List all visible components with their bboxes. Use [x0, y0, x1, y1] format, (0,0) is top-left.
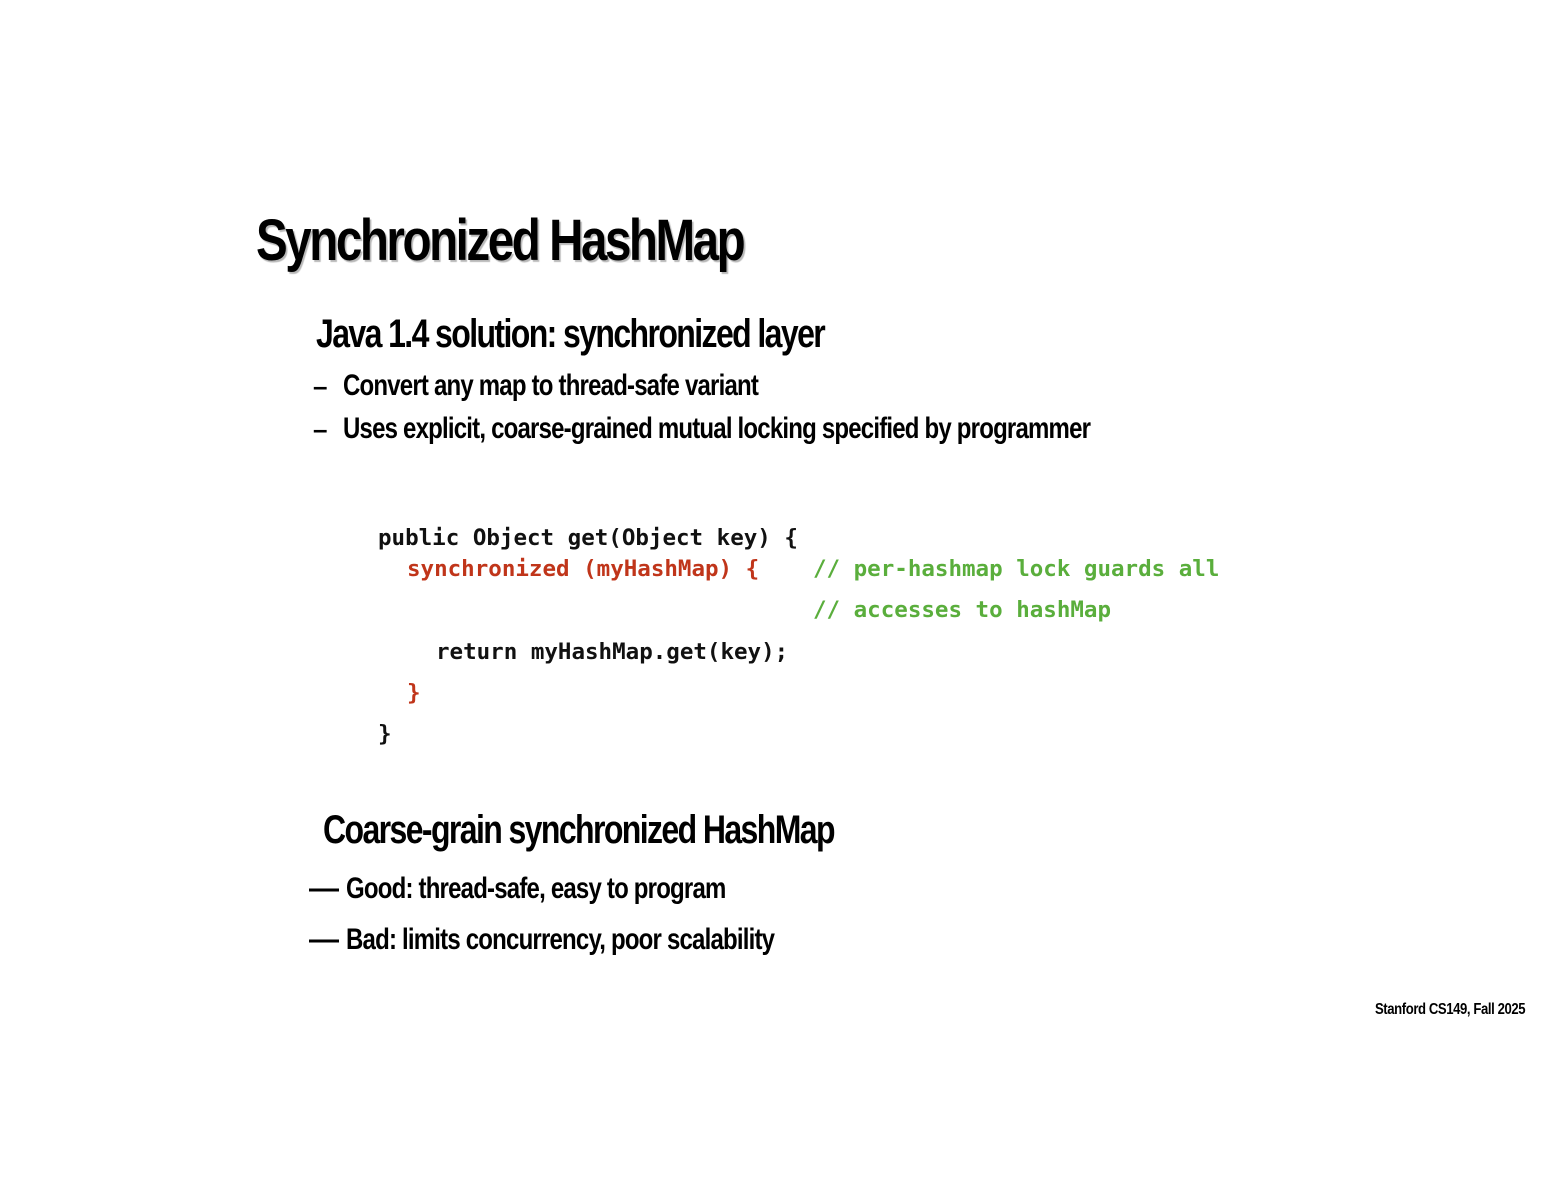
- code-line-sync-close: }: [407, 680, 421, 706]
- code-line-synchronized: synchronized (myHashMap) {: [407, 556, 760, 582]
- dash-marker: —: [309, 872, 339, 905]
- slide-title: Synchronized HashMap: [256, 208, 746, 273]
- dash-marker: –: [313, 371, 328, 401]
- bullet-text: Uses explicit, coarse-grained mutual loc…: [343, 412, 1091, 445]
- code-line-signature: public Object get(Object key) {: [378, 525, 798, 551]
- code-line-method-close: }: [378, 721, 392, 747]
- code-line-return: return myHashMap.get(key);: [436, 639, 789, 665]
- course-footer: Stanford CS149, Fall 2025: [1374, 1001, 1526, 1018]
- bullet-text: Convert any map to thread-safe variant: [343, 369, 759, 402]
- section-heading-coarse-grain: Coarse-grain synchronized HashMap: [323, 808, 835, 852]
- bullet-text: Bad: limits concurrency, poor scalabilit…: [346, 923, 775, 956]
- dash-marker: –: [313, 414, 328, 444]
- code-comment-lock: // per-hashmap lock guards all: [813, 556, 1220, 582]
- code-comment-accesses: // accesses to hashMap: [813, 597, 1112, 623]
- bullet-text: Good: thread-safe, easy to program: [346, 872, 726, 905]
- section-heading-java14: Java 1.4 solution: synchronized layer: [316, 312, 826, 356]
- dash-marker: —: [309, 923, 339, 956]
